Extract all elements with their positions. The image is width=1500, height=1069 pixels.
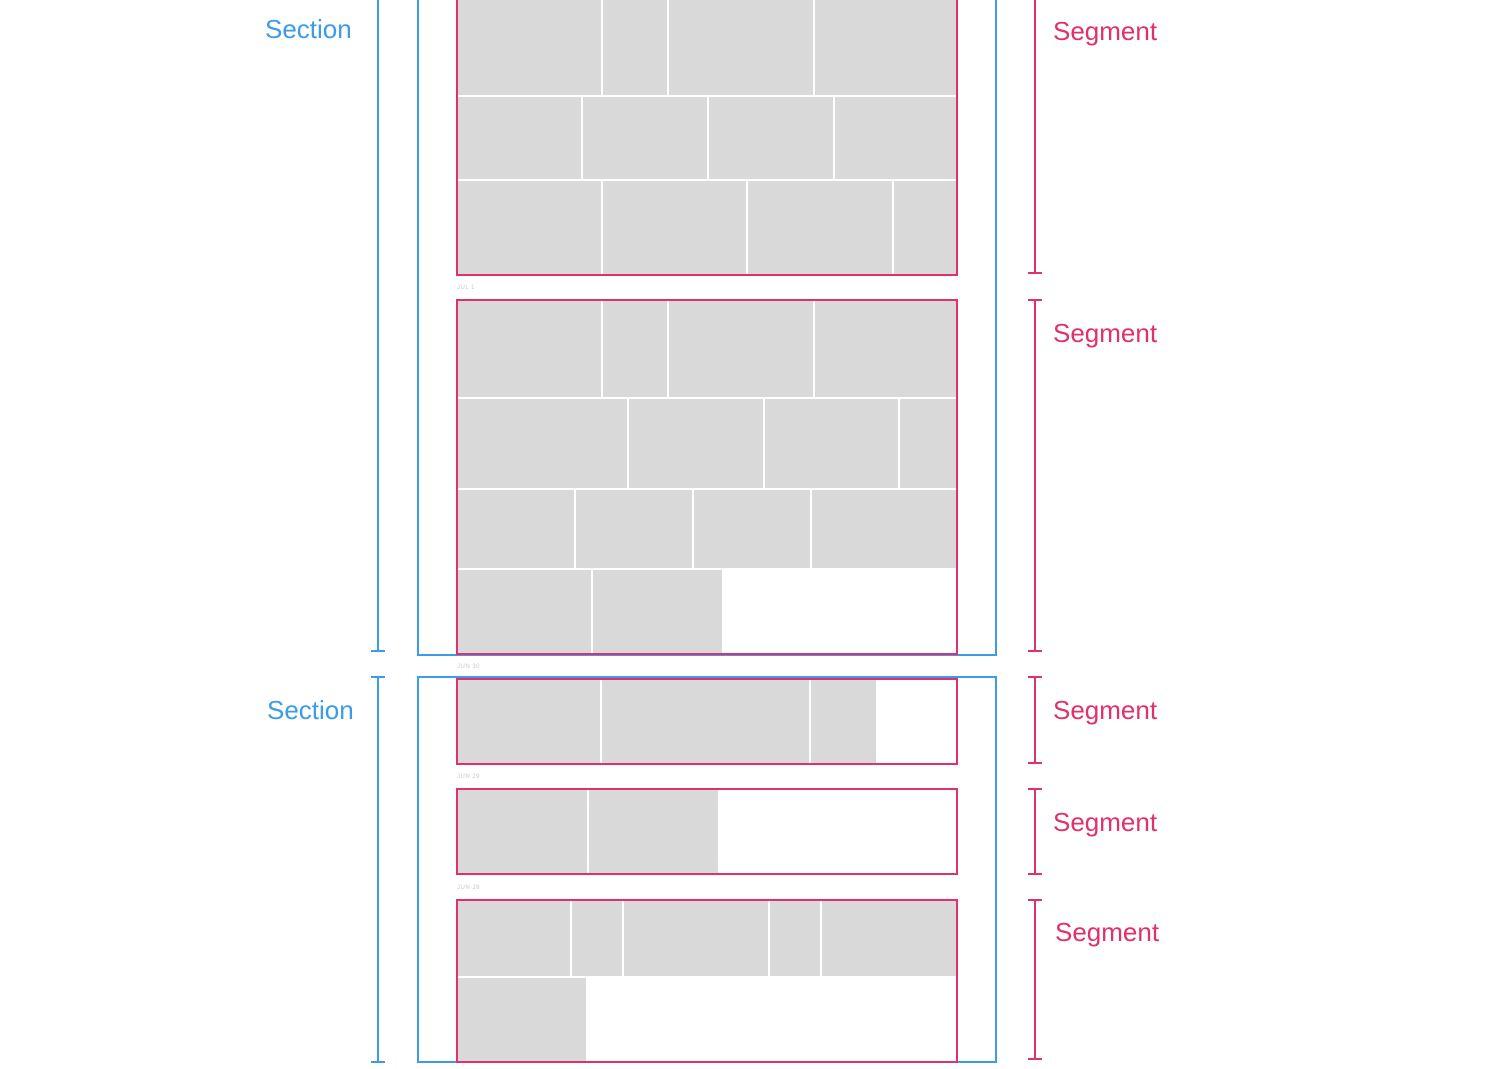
segment-box [456, 299, 958, 655]
date-label: JUL 1 [457, 285, 475, 291]
segment-label: Segment [1053, 16, 1158, 46]
photo-tile[interactable] [835, 97, 956, 179]
date-label: JUN 28 [457, 885, 481, 891]
photo-tile[interactable] [602, 680, 809, 763]
photo-tile[interactable] [603, 0, 667, 95]
photo-tile[interactable] [894, 181, 956, 274]
photo-tile[interactable] [629, 399, 763, 488]
photo-tile[interactable] [603, 181, 746, 274]
photo-tile[interactable] [458, 978, 586, 1061]
photo-tile[interactable] [669, 0, 813, 95]
date-label: JUN 30 [457, 664, 481, 670]
segment-box [456, 788, 958, 875]
photo-tile[interactable] [815, 0, 956, 95]
photo-tile[interactable] [900, 399, 956, 488]
photo-tile[interactable] [822, 901, 956, 976]
photo-tile[interactable] [748, 181, 892, 274]
photo-tile[interactable] [583, 97, 707, 179]
segment-box [456, 899, 958, 1063]
segment-label: Segment [1055, 917, 1160, 947]
photo-tile[interactable] [458, 0, 601, 95]
photo-tile[interactable] [576, 490, 692, 568]
photo-tile[interactable] [624, 901, 768, 976]
photo-tile[interactable] [765, 399, 898, 488]
segment-label: Segment [1053, 318, 1158, 348]
photo-tile[interactable] [458, 790, 587, 873]
photo-tile[interactable] [458, 301, 601, 397]
photo-tile[interactable] [458, 680, 600, 763]
photo-tile[interactable] [458, 901, 570, 976]
photo-tile[interactable] [593, 570, 722, 653]
photo-tile[interactable] [812, 490, 956, 568]
photo-tile[interactable] [458, 490, 574, 568]
photo-tile[interactable] [770, 901, 820, 976]
photo-tile[interactable] [694, 490, 810, 568]
photo-tile[interactable] [458, 570, 591, 653]
segment-box [456, 0, 958, 276]
photo-tile[interactable] [572, 901, 622, 976]
photo-tile[interactable] [458, 181, 601, 274]
segment-box [456, 678, 958, 765]
section-label: Section [267, 695, 354, 725]
segment-label: Segment [1053, 695, 1158, 725]
section-label: Section [265, 14, 352, 44]
photo-tile[interactable] [669, 301, 813, 397]
date-label: JUN 29 [457, 774, 481, 780]
photo-tile[interactable] [458, 399, 627, 488]
photo-tile[interactable] [709, 97, 833, 179]
photo-tile[interactable] [589, 790, 718, 873]
photo-tile[interactable] [603, 301, 667, 397]
photo-tile[interactable] [811, 680, 876, 763]
section-box [417, 0, 997, 656]
segment-label: Segment [1053, 807, 1158, 837]
photo-tile[interactable] [458, 97, 581, 179]
photo-tile[interactable] [815, 301, 956, 397]
